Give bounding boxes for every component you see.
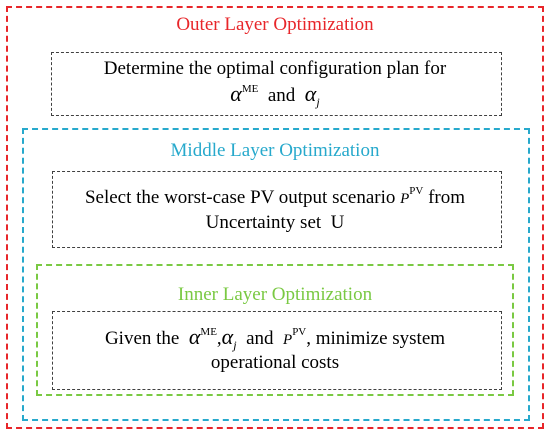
- inner-task-tail: , minimize system: [306, 328, 446, 349]
- alpha-symbol: α: [221, 324, 234, 349]
- and-word: and: [267, 85, 296, 106]
- middle-task-line-2: Uncertainty set U: [0, 212, 550, 234]
- middle-layer-title: Middle Layer Optimization: [170, 140, 380, 161]
- outer-task-line-1: Determine the optimal configuration plan…: [103, 58, 447, 79]
- alpha-symbol: α: [188, 324, 201, 349]
- middle-layer-frame: [22, 128, 530, 421]
- uncertainty-set-text: Uncertainty set: [205, 212, 322, 233]
- given-text: Given the: [104, 328, 180, 349]
- comma: ,: [216, 328, 222, 349]
- inner-task-line-1: Given the αME,αj and PPV, minimize syste…: [0, 324, 550, 353]
- outer-task-line-2: αME and αj: [0, 81, 550, 110]
- inner-task-box: [52, 311, 502, 390]
- set-symbol: U: [330, 212, 345, 233]
- inner-task-line-2: operational costs: [210, 352, 340, 373]
- outer-layer-frame: [6, 6, 544, 429]
- pv-superscript: PV: [292, 326, 307, 338]
- me-superscript: ME: [241, 83, 259, 95]
- alpha-symbol: α: [230, 81, 242, 106]
- middle-task-text: Select the worst-case PV output scenario: [84, 187, 396, 208]
- middle-task-line-1: Select the worst-case PV output scenario…: [0, 185, 550, 209]
- j-subscript: j: [316, 95, 320, 109]
- inner-layer-frame: [36, 264, 514, 396]
- outer-task-box: [51, 52, 502, 116]
- alpha-symbol: α: [304, 81, 317, 106]
- me-superscript: ME: [200, 326, 217, 338]
- p-symbol: P: [283, 332, 293, 348]
- j-subscript: j: [233, 338, 237, 352]
- middle-task-tail: from: [428, 187, 466, 208]
- outer-layer-title: Outer Layer Optimization: [176, 14, 374, 35]
- inner-layer-title: Inner Layer Optimization: [177, 284, 373, 305]
- p-symbol: P: [400, 191, 410, 207]
- middle-task-box: [52, 171, 502, 248]
- pv-superscript: PV: [409, 185, 424, 197]
- and-word: and: [246, 328, 274, 349]
